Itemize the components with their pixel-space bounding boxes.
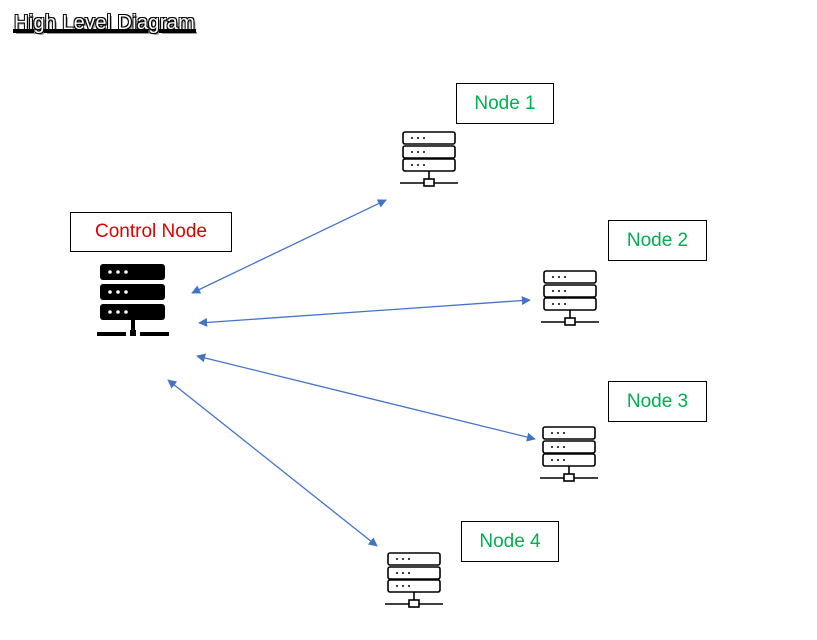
node-1-server-icon <box>400 131 458 187</box>
node-3-label: Node 3 <box>608 381 707 422</box>
connector-control-node-2 <box>198 296 531 327</box>
connector-control-node-4 <box>167 379 378 547</box>
node-2-label: Node 2 <box>608 220 707 261</box>
diagram-title: High Level Diagram <box>14 12 196 34</box>
node-2-server-icon <box>541 270 599 326</box>
connector-control-node-1 <box>191 199 387 294</box>
connector-control-node-3 <box>196 353 536 442</box>
node-1-label: Node 1 <box>456 83 554 124</box>
node-4-server-icon <box>385 552 443 608</box>
control-node-server-icon <box>97 264 169 336</box>
node-3-server-icon <box>540 426 598 482</box>
node-4-label: Node 4 <box>461 521 559 562</box>
